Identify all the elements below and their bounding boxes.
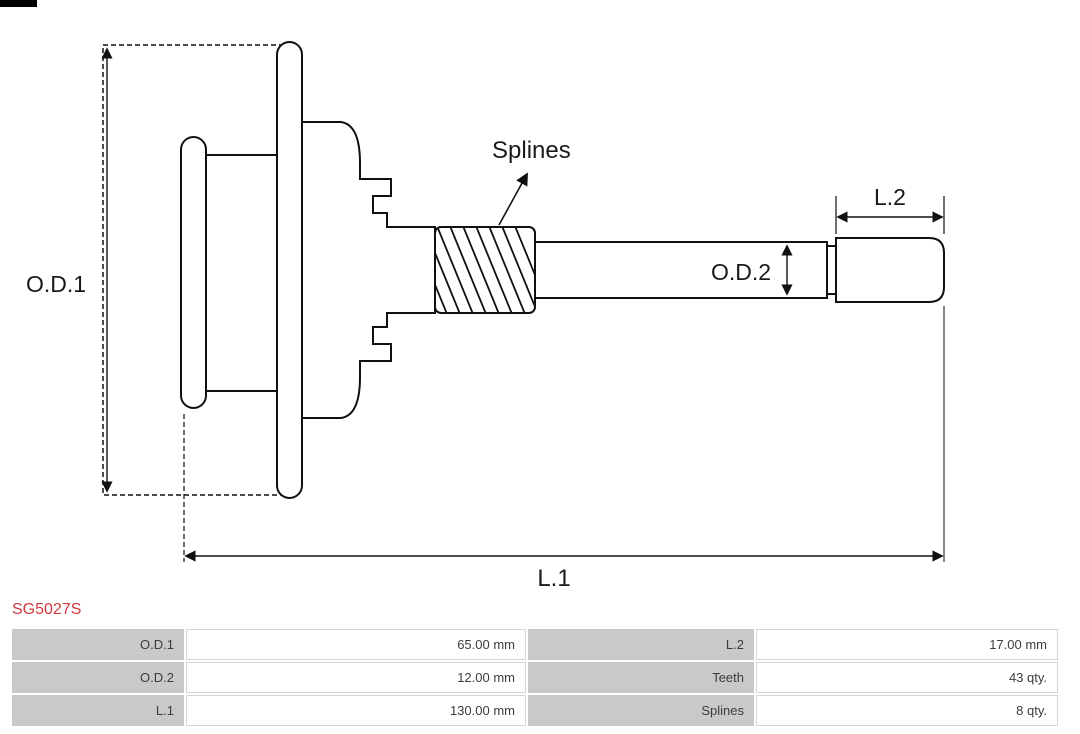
spec-table: O.D.1 65.00 mm L.2 17.00 mm O.D.2 12.00 … <box>12 629 1058 726</box>
shaft-groove <box>826 245 837 295</box>
od2-label: O.D.2 <box>711 259 771 285</box>
spec-label-cell: O.D.2 <box>12 662 184 693</box>
drive-housing <box>301 121 436 419</box>
shaft <box>532 241 828 299</box>
technical-drawing: O.D.1 O.D.2 L.2 Splines L.1 <box>26 41 945 592</box>
spec-value-cell: 43 qty. <box>756 662 1058 693</box>
corner-mark <box>0 0 37 7</box>
spec-value-cell: 17.00 mm <box>756 629 1058 660</box>
spec-label-cell: Teeth <box>528 662 754 693</box>
shaft-end-cylinder <box>835 237 945 303</box>
part-number: SG5027S <box>12 601 82 618</box>
spec-value-cell: 65.00 mm <box>186 629 526 660</box>
spline-hatching <box>436 228 534 312</box>
pulley-disc-front <box>276 41 303 499</box>
l1-label: L.1 <box>537 565 570 592</box>
l2-label: L.2 <box>874 184 906 210</box>
spec-label-cell: L.1 <box>12 695 184 726</box>
pulley-disc-rear <box>180 136 207 409</box>
spec-label-cell: O.D.1 <box>12 629 184 660</box>
spec-value-cell: 12.00 mm <box>186 662 526 693</box>
spec-label-cell: L.2 <box>528 629 754 660</box>
spec-value-cell: 130.00 mm <box>186 695 526 726</box>
spec-value-cell: 8 qty. <box>756 695 1058 726</box>
spec-label-cell: Splines <box>528 695 754 726</box>
splines-callout-arrow <box>498 172 528 226</box>
splines-label: Splines <box>492 137 571 164</box>
od1-label: O.D.1 <box>26 271 86 297</box>
